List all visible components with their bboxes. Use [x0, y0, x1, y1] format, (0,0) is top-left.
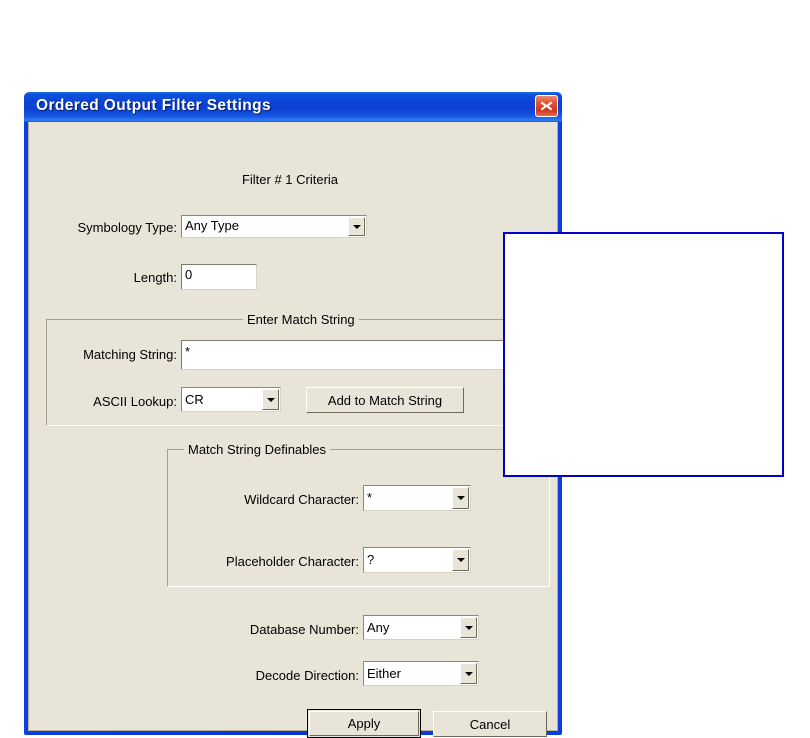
add-to-match-string-button[interactable]: Add to Match String — [306, 387, 464, 413]
placeholder-character-select[interactable]: ? — [363, 547, 471, 573]
database-number-select[interactable]: Any — [363, 615, 479, 640]
chevron-down-icon[interactable] — [452, 487, 469, 509]
apply-button-label: Apply — [347, 716, 381, 731]
ascii-lookup-select[interactable]: CR — [181, 387, 281, 412]
decode-direction-label: Decode Direction: — [255, 668, 359, 683]
dialog-titlebar[interactable]: Ordered Output Filter Settings — [24, 92, 562, 122]
placeholder-character-value: ? — [367, 552, 375, 567]
close-icon[interactable] — [535, 95, 558, 117]
cancel-button[interactable]: Cancel — [433, 711, 547, 737]
add-to-match-string-label: Add to Match String — [327, 392, 443, 408]
database-number-value: Any — [367, 620, 390, 635]
chevron-down-icon[interactable] — [460, 617, 477, 638]
enter-match-string-group-title: Enter Match String — [243, 312, 359, 327]
matching-string-input[interactable]: * — [181, 340, 559, 370]
length-input[interactable]: 0 — [181, 264, 257, 290]
ascii-lookup-value: CR — [185, 392, 204, 407]
database-number-label: Database Number: — [249, 622, 359, 637]
cancel-button-label: Cancel — [469, 716, 511, 732]
chevron-down-icon[interactable] — [452, 549, 469, 571]
ascii-lookup-label: ASCII Lookup: — [93, 394, 177, 409]
enter-match-string-group: Enter Match String — [46, 312, 566, 426]
symbology-type-value: Any Type — [185, 218, 239, 233]
match-string-definables-group-title: Match String Definables — [184, 442, 331, 457]
matching-string-label: Matching String: — [83, 347, 177, 362]
decode-direction-value: Either — [367, 666, 401, 681]
dialog-title: Ordered Output Filter Settings — [36, 97, 272, 114]
placeholder-character-label: Placeholder Character: — [226, 554, 359, 569]
page-title: Filter # 1 Criteria — [241, 172, 339, 187]
length-label: Length: — [133, 270, 177, 285]
match-string-definables-group: Match String Definables — [167, 442, 550, 587]
symbology-type-label: Symbology Type: — [77, 220, 177, 235]
decode-direction-select[interactable]: Either — [363, 661, 479, 686]
wildcard-character-value: * — [367, 490, 373, 505]
apply-button-face — [309, 711, 419, 736]
dialog-client-area: Filter # 1 Criteria Symbology Type: Any … — [28, 122, 566, 738]
chevron-down-icon[interactable] — [460, 663, 477, 684]
ordered-output-filter-settings-dialog: Ordered Output Filter Settings Filter # … — [24, 92, 566, 738]
apply-button[interactable]: Apply — [307, 709, 421, 738]
symbology-type-select[interactable]: Any Type — [181, 215, 367, 238]
chevron-down-icon[interactable] — [262, 389, 279, 410]
overlay-panel — [503, 232, 784, 477]
wildcard-character-select[interactable]: * — [363, 485, 471, 511]
wildcard-character-label: Wildcard Character: — [244, 492, 359, 507]
chevron-down-icon[interactable] — [348, 217, 365, 236]
